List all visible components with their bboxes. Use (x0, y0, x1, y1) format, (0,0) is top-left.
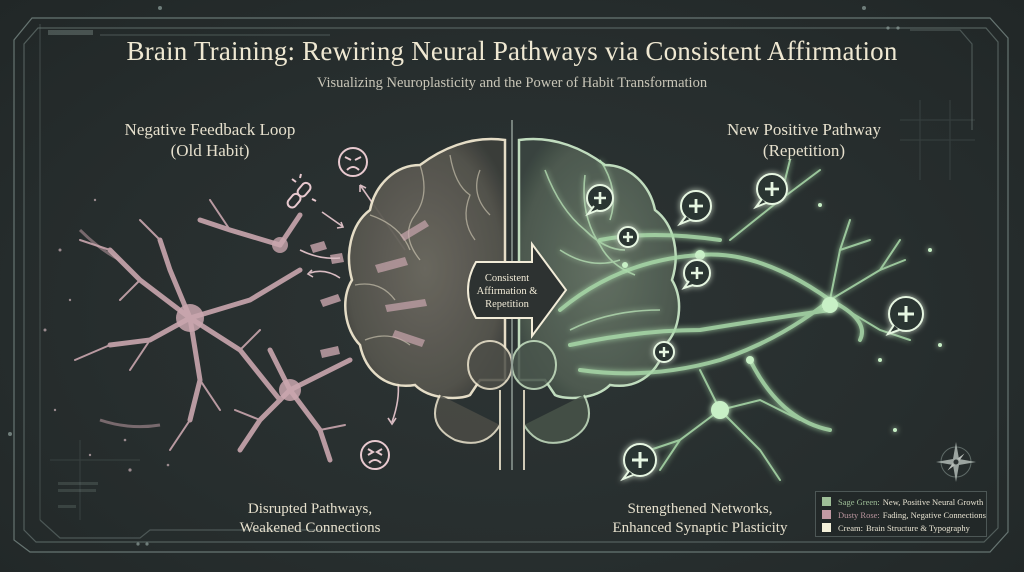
legend-item-dusty-rose: Dusty Rose: Fading, Negative Connections (822, 508, 986, 521)
right-panel-label: New Positive Pathway (Repetition) (727, 120, 881, 160)
plus-bubble-icon (585, 184, 614, 217)
brain-stem (434, 340, 590, 470)
legend-item-sage-green: Sage Green: New, Positive Neural Growth (822, 495, 983, 508)
left-panel-label: Negative Feedback Loop (Old Habit) (124, 120, 296, 160)
frustrated-face-icon (360, 440, 390, 470)
plus-bubble-icon (677, 190, 712, 227)
legend-swatch (822, 523, 831, 532)
plus-bubble-icon (681, 259, 711, 290)
legend-swatch (822, 510, 831, 519)
plus-bubble-icon (653, 341, 675, 363)
fading-neurons (74, 199, 353, 463)
plus-bubble-icons (585, 173, 924, 482)
left-caption: Disrupted Pathways, Weakened Connections (239, 501, 381, 536)
right-caption: Strengthened Networks, Enhanced Synaptic… (612, 501, 788, 536)
angry-face-icon (338, 147, 368, 177)
plus-bubble-icon (620, 443, 657, 482)
plus-bubble-icon (753, 173, 788, 210)
legend-item-cream: Cream: Brain Structure & Typography (822, 521, 980, 534)
broken-link-icon (286, 173, 317, 209)
plus-bubble-icon (885, 296, 924, 336)
legend-swatch (822, 497, 831, 506)
plus-bubble-icon (617, 226, 639, 248)
page-subtitle: Visualizing Neuroplasticity and the Powe… (316, 75, 708, 91)
brain-left-hemisphere (344, 137, 507, 400)
page-title: Brain Training: Rewiring Neural Pathways… (126, 36, 898, 66)
color-legend: Sage Green: New, Positive Neural Growth … (815, 491, 987, 537)
affirmation-arrow (467, 240, 568, 340)
compass-rose-icon (936, 442, 976, 482)
arrow-label: Consistent Affirmation & Repetition (476, 273, 538, 310)
growing-neurons (558, 159, 911, 481)
